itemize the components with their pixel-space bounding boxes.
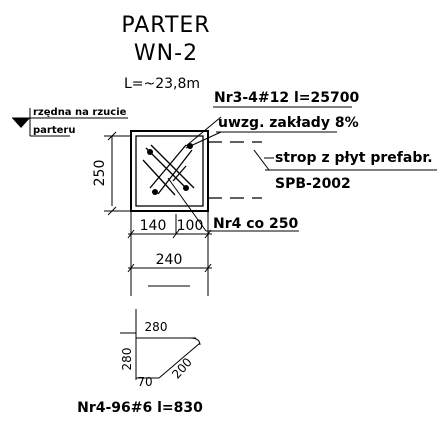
- stirrup-spacing-label: Nr4 co 250: [213, 216, 299, 232]
- slab-label: strop z płyt prefabr.: [275, 150, 433, 166]
- stirrup-detail: [120, 309, 201, 380]
- width-dimensions: [127, 211, 212, 296]
- level-label-line2: parteru: [33, 125, 75, 136]
- dim-stirrup-top: 280: [145, 320, 168, 334]
- title-beam-id: WN-2: [134, 41, 198, 66]
- slab-outline: [208, 141, 262, 199]
- rebar-main-note: uwzg. zakłady 8%: [218, 115, 359, 131]
- dim-width-right: 100: [177, 218, 204, 234]
- dim-stirrup-bottom: 70: [137, 375, 152, 389]
- stirrup-schedule-label: Nr4-96#6 l=830: [77, 400, 203, 416]
- dim-width-left: 140: [140, 218, 167, 234]
- stirrup-spacing-leader: [167, 177, 207, 232]
- dim-width-total: 240: [156, 252, 183, 268]
- height-dimension: [104, 131, 131, 216]
- slab-type: SPB-2002: [275, 176, 351, 192]
- beam-section: [130, 130, 209, 212]
- dim-stirrup-diagonal: 200: [169, 355, 195, 381]
- beam-length: L=~23,8m: [124, 76, 200, 92]
- dim-height: 250: [92, 160, 108, 187]
- title-floor: PARTER: [121, 13, 210, 38]
- rebar-main-leader: [185, 116, 222, 147]
- level-label-line1: rzędna na rzucie: [33, 107, 127, 118]
- dim-stirrup-side: 280: [120, 348, 134, 371]
- rebar-bottom-left: [152, 189, 158, 195]
- rebar-main-label: Nr3-4#12 l=25700: [214, 90, 359, 106]
- level-marker: [12, 108, 128, 137]
- slab-leader: [253, 149, 270, 171]
